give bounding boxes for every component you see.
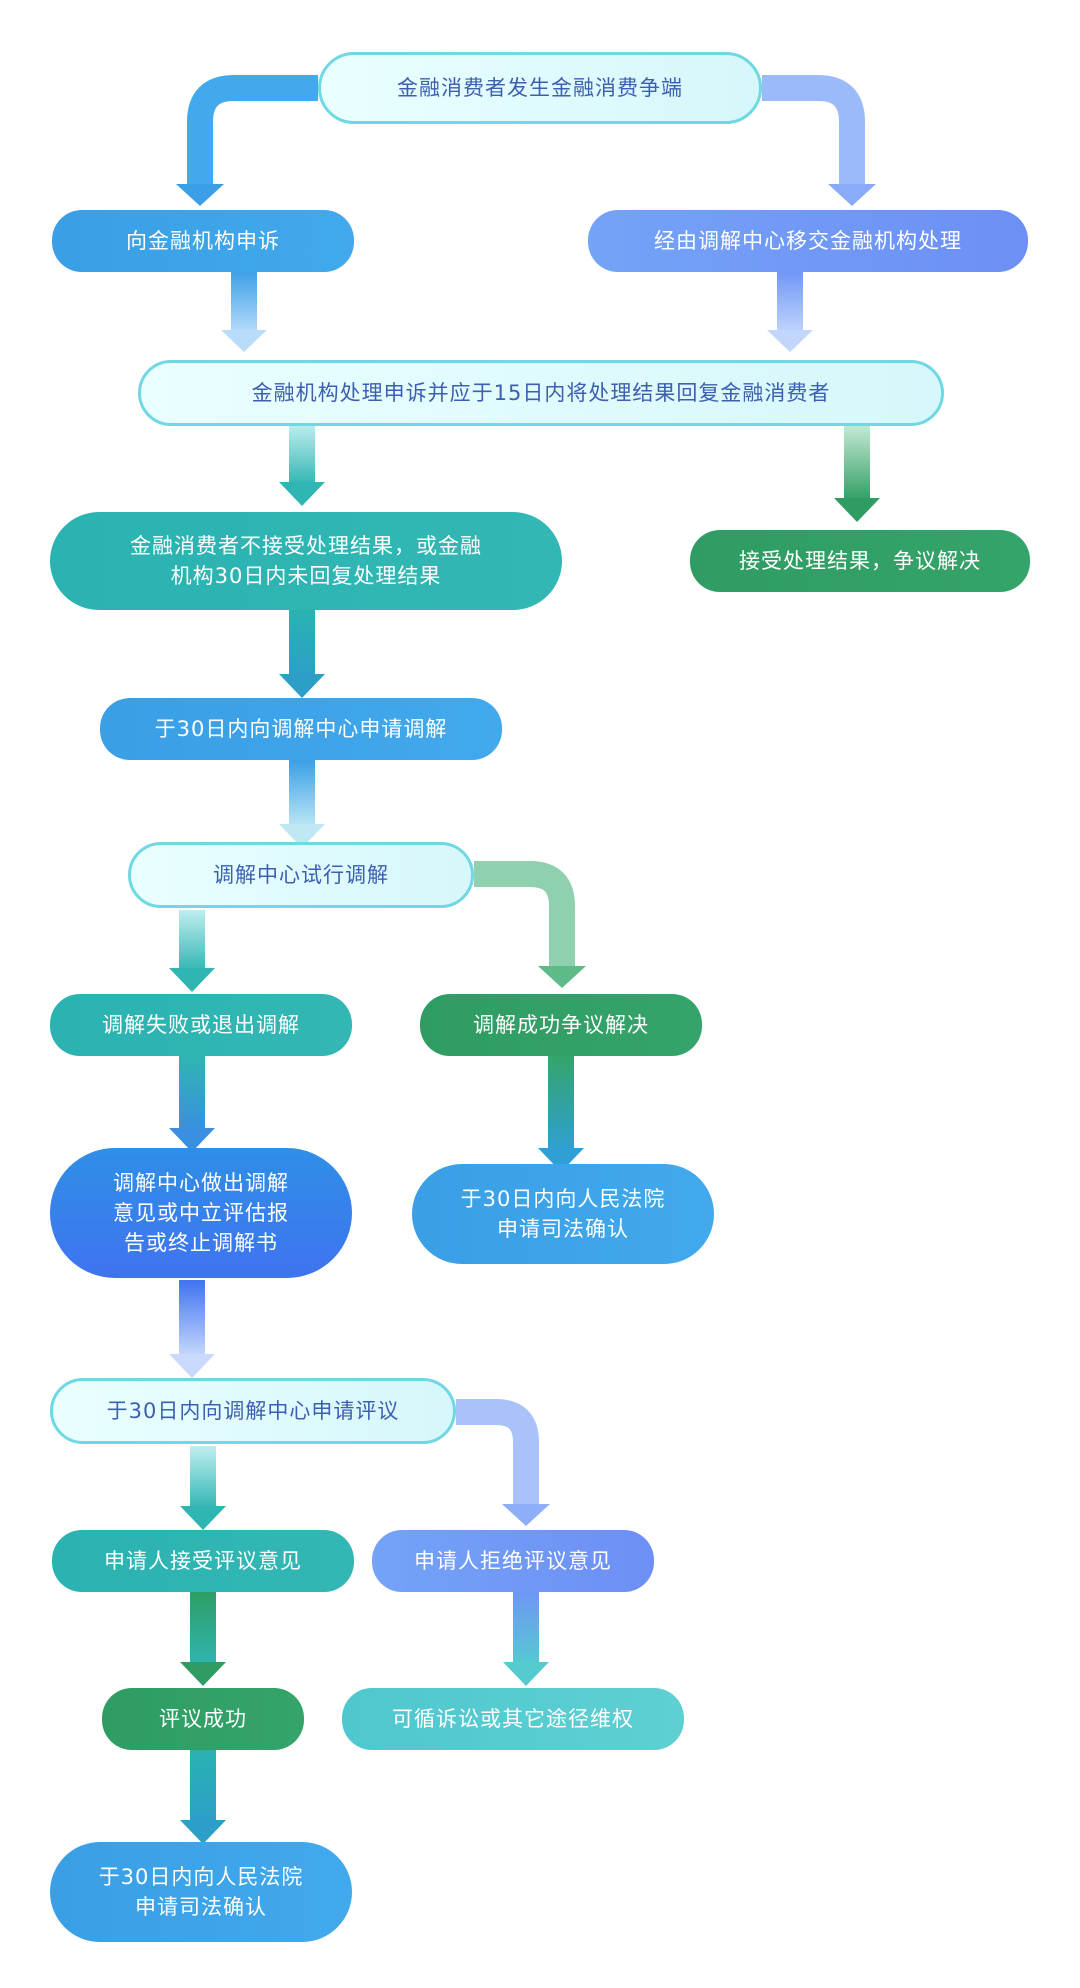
- arrow-dispute-to-transfer: [762, 75, 876, 206]
- node-judicial-1: 于30日内向人民法院 申请司法确认: [412, 1164, 714, 1264]
- node-dispute: 金融消费者发生金融消费争端: [318, 52, 762, 124]
- arrow-review-to-accept: [180, 1446, 226, 1530]
- arrow-handle-to-accept: [834, 424, 880, 522]
- arrow-complain-to-handle: [221, 270, 267, 352]
- node-mediation-fail: 调解失败或退出调解: [50, 994, 352, 1056]
- arrow-trial-to-fail: [169, 910, 215, 992]
- node-complain: 向金融机构申诉: [52, 210, 354, 272]
- arrow-apply-to-trial: [279, 760, 325, 848]
- node-transfer: 经由调解中心移交金融机构处理: [588, 210, 1028, 272]
- node-apply-mediation: 于30日内向调解中心申请调解: [100, 698, 502, 760]
- node-accept: 接受处理结果，争议解决: [690, 530, 1030, 592]
- node-litigation: 可循诉讼或其它途径维权: [342, 1688, 684, 1750]
- node-not-accept: 金融消费者不接受处理结果，或金融 机构30日内未回复处理结果: [50, 512, 562, 610]
- node-apply-review: 于30日内向调解中心申请评议: [50, 1378, 456, 1444]
- arrow-success-to-judicial: [538, 1056, 584, 1172]
- arrow-notaccept-to-apply: [279, 610, 325, 698]
- node-accept-review: 申请人接受评议意见: [52, 1530, 354, 1592]
- node-trial-mediation: 调解中心试行调解: [128, 842, 474, 908]
- node-opinion: 调解中心做出调解 意见或中立评估报 告或终止调解书: [50, 1148, 352, 1278]
- arrow-transfer-to-handle: [767, 270, 813, 352]
- node-mediation-success: 调解成功争议解决: [420, 994, 702, 1056]
- node-review-success: 评议成功: [102, 1688, 304, 1750]
- arrow-reject-to-litigation: [503, 1590, 549, 1686]
- arrow-reviewsuccess-to-judicial: [180, 1748, 226, 1844]
- arrow-review-to-reject: [456, 1399, 550, 1526]
- arrow-fail-to-opinion: [169, 1056, 215, 1152]
- node-judicial-2: 于30日内向人民法院 申请司法确认: [50, 1842, 352, 1942]
- arrow-opinion-to-review: [169, 1280, 215, 1378]
- arrow-dispute-to-complain: [176, 75, 318, 206]
- arrow-handle-to-notaccept: [279, 424, 325, 506]
- node-handle: 金融机构处理申诉并应于15日内将处理结果回复金融消费者: [138, 360, 944, 426]
- arrow-accept-to-success: [180, 1590, 226, 1686]
- node-reject-review: 申请人拒绝评议意见: [372, 1530, 654, 1592]
- arrow-trial-to-success: [474, 861, 586, 988]
